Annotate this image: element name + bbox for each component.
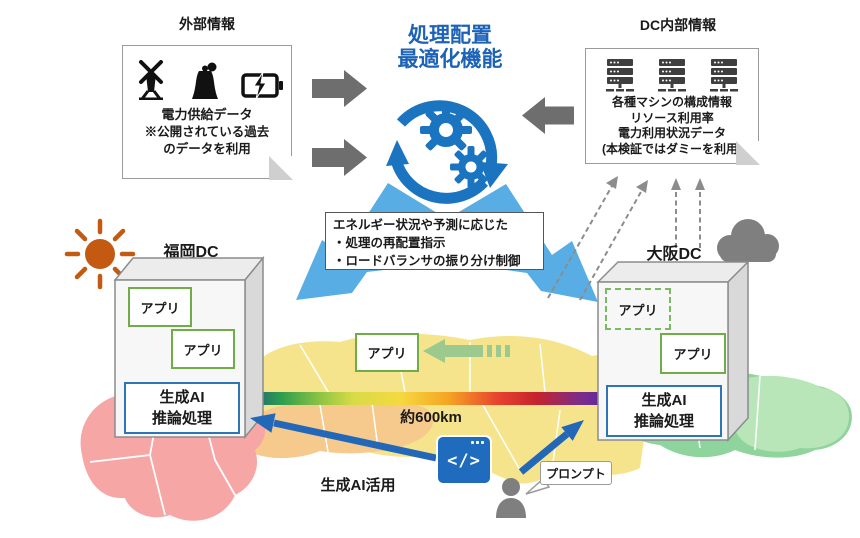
arrow-external-bottom [312, 139, 367, 176]
power-supply-data-label: 電力供給データ [161, 107, 253, 122]
server-icon [658, 59, 686, 92]
request-arrowhead-right [561, 420, 584, 441]
distance-label: 約600km [400, 409, 462, 426]
telemetry-dashed-arrows [547, 185, 701, 301]
map-region-green-light [731, 375, 849, 452]
fukuoka-genai-box: 生成AI 推論処理 [124, 382, 240, 434]
fukuoka-app-box: アプリ [128, 287, 192, 327]
optimizer-title: 処理配置 最適化機能 [397, 24, 503, 71]
control-description-box: エネルギー状況や予測に応じた ・処理の再配置指示 ・ロードバランサの振り分け制御 [325, 212, 544, 270]
dc-info-title: DC内部情報 [639, 17, 717, 33]
migrating-app-box: アプリ [355, 333, 419, 372]
power-plant-icon [192, 62, 218, 99]
window-dots-icon [471, 441, 484, 444]
folded-corner [736, 141, 760, 165]
dc-info-details: 各種マシンの構成情報 リソース利用率 電力利用状況データ (本検証ではダミーを利… [602, 95, 742, 156]
prompt-bubble: プロンプト [540, 461, 612, 485]
gear-small [450, 146, 492, 188]
dc-info-box: 各種マシンの構成情報 リソース利用率 電力利用状況データ (本検証ではダミーを利… [585, 48, 760, 165]
server-icon [606, 59, 634, 92]
external-info-box: 電力供給データ ※公開されている過去 のデータを利用 [122, 45, 293, 180]
osaka-genai-box: 生成AI 推論処理 [606, 385, 722, 437]
map-border-lines-orange [319, 402, 379, 453]
external-info-title: 外部情報 [179, 16, 235, 32]
migration-arrow [423, 339, 510, 363]
code-glyph: </> [447, 451, 481, 471]
code-window-icon: </> [438, 437, 490, 483]
telemetry-arrowheads [606, 176, 705, 193]
folded-corner [269, 156, 293, 180]
external-info-note: ※公開されている過去 のデータを利用 [144, 125, 270, 156]
cloud-icon [717, 219, 779, 262]
genai-usage-label: 生成AI活用 [320, 477, 396, 494]
fukuoka-dc-label: 福岡DC [163, 244, 219, 261]
server-icon [710, 59, 738, 92]
osaka-app-box: アプリ [660, 333, 726, 374]
osaka-dc-label: 大阪DC [646, 246, 702, 263]
fukuoka-app-box: アプリ [171, 329, 235, 369]
wind-turbine-icon [139, 60, 163, 100]
request-arrowhead-left [250, 413, 276, 433]
arrow-dc-info [522, 97, 574, 134]
gear-large [420, 104, 472, 151]
battery-charging-icon [241, 71, 283, 100]
distance-gradient-bar [242, 392, 602, 405]
user-icon [496, 478, 526, 518]
arrow-external-top [312, 70, 367, 107]
osaka-app-box-dashed: アプリ [605, 288, 671, 330]
sun-icon [64, 218, 136, 290]
gears-cycle-icon [386, 100, 508, 204]
